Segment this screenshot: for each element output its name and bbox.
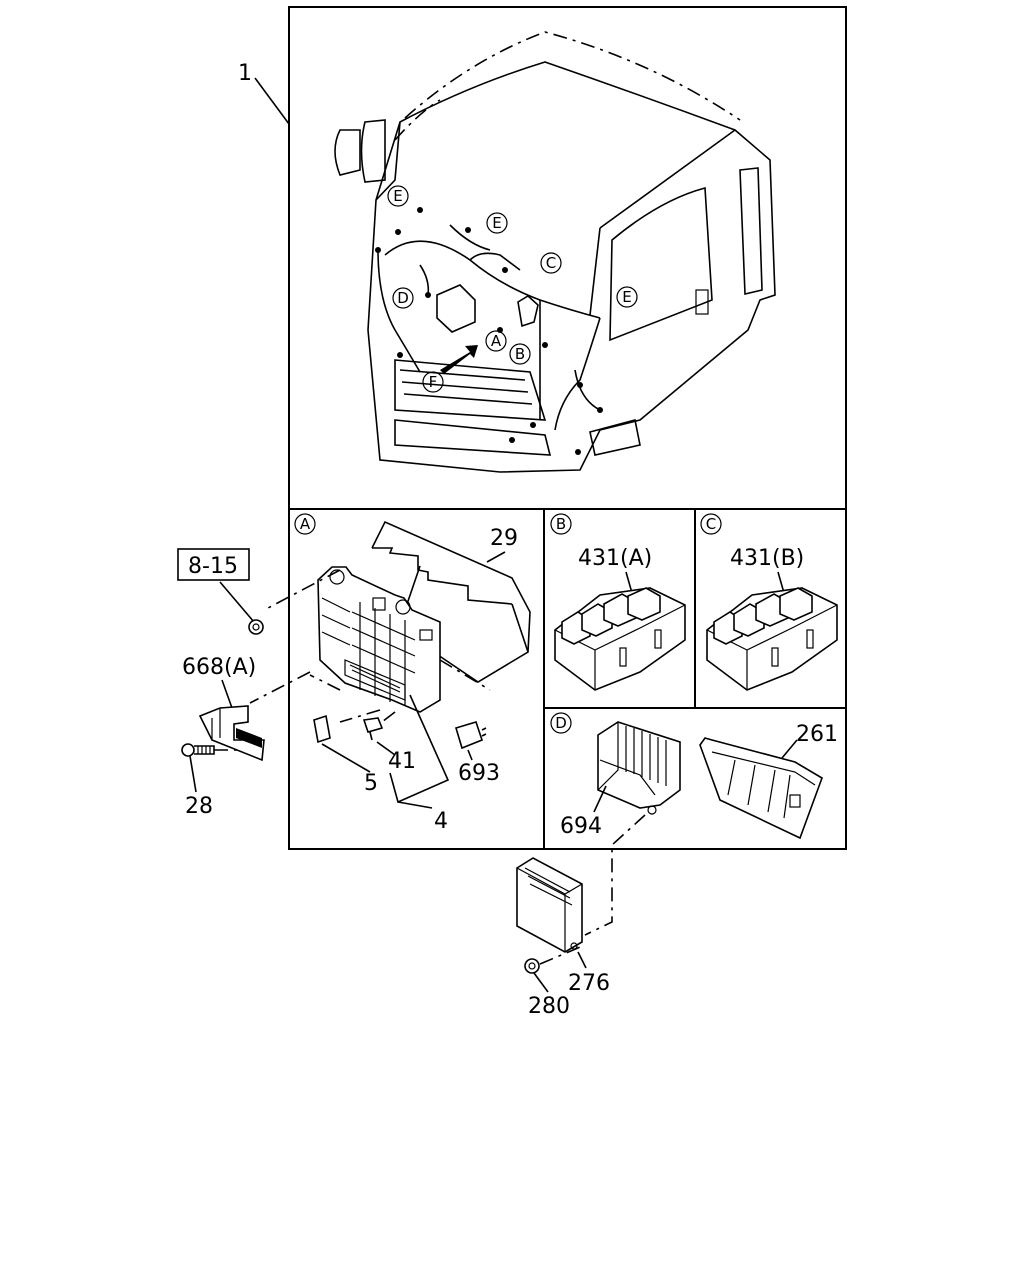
svg-text:E: E [622,288,631,306]
svg-text:B: B [515,345,525,363]
fuse-5 [313,714,331,744]
callout-1: 1 [238,61,252,86]
svg-text:8-15: 8-15 [188,554,238,579]
panel-a-marker: A [294,513,316,535]
callout-668a: 668(A) [182,655,256,680]
callout-431a: 431(A) [578,546,652,571]
svg-text:E: E [393,187,402,205]
view-marker-e-1: E [387,185,409,207]
svg-text:D: D [555,714,567,732]
view-marker-c: C [540,252,562,274]
panel-b-marker: B [550,513,572,535]
nut-280 [524,958,540,974]
svg-text:C: C [546,254,556,272]
callout-41: 41 [388,749,416,774]
cover-261 [699,737,823,840]
main-frame [288,6,847,850]
svg-text:C: C [706,515,716,533]
svg-text:A: A [300,515,311,533]
reference-box: 8-15 [177,548,250,581]
nut-part [248,619,264,635]
svg-text:D: D [397,289,409,307]
relay-block-431a [554,587,686,691]
relay-693 [455,721,487,750]
callout-4: 4 [434,809,448,834]
svg-text:A: A [491,332,502,350]
callout-276: 276 [568,971,610,996]
fuse-box-cover [371,520,531,683]
callout-5: 5 [364,771,378,796]
ecu-bracket-694 [597,721,681,815]
truck-cab-illustration [334,31,776,473]
callout-694: 694 [560,814,602,839]
bracket-668a [198,705,265,762]
callout-693: 693 [458,761,500,786]
callout-261: 261 [796,722,838,747]
ecu-276 [516,857,583,953]
svg-text:E: E [492,214,501,232]
callout-28: 28 [185,794,213,819]
fuse-41 [362,717,384,741]
relay-block-431b [706,587,838,691]
panel-d-marker: D [550,712,572,734]
svg-text:F: F [429,373,438,391]
panel-c-marker: C [700,513,722,535]
view-marker-e-2: E [486,212,508,234]
fuse-box-body [317,566,441,713]
view-marker-f: F [422,371,444,393]
view-marker-e-3: E [616,286,638,308]
view-marker-d: D [392,287,414,309]
view-marker-a: A [485,330,507,352]
callout-280: 280 [528,994,570,1019]
bolt-28 [181,743,215,757]
svg-text:B: B [556,515,566,533]
view-marker-b: B [509,343,531,365]
callout-431b: 431(B) [730,546,804,571]
callout-29: 29 [490,526,518,551]
